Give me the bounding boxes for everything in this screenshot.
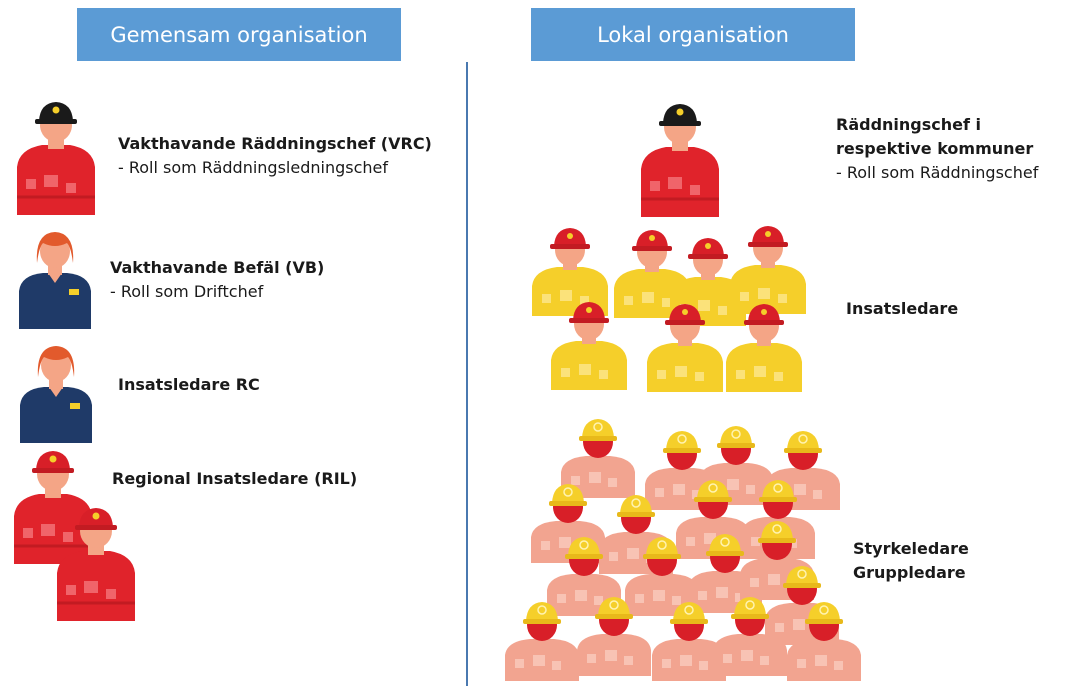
styrke-title-line2: Gruppledare bbox=[853, 563, 966, 582]
label-irc: Insatsledare RC bbox=[118, 373, 260, 397]
vrc-subtitle: - Roll som Räddningsledningschef bbox=[118, 158, 388, 177]
chief-subtitle: - Roll som Räddningschef bbox=[836, 163, 1039, 182]
officer-navy-icon bbox=[19, 232, 91, 329]
label-insatsledare: Insatsledare bbox=[846, 297, 958, 321]
ril-title: Regional Insatsledare (RIL) bbox=[112, 469, 358, 488]
firefighter-yellow-icon bbox=[730, 226, 806, 314]
header-gemensam-organisation: Gemensam organisation bbox=[77, 8, 401, 61]
label-ril: Regional Insatsledare (RIL) bbox=[112, 467, 357, 491]
chief-title-line2: respektive kommuner bbox=[836, 139, 1034, 158]
label-vb: Vakthavande Befäl (VB) - Roll som Driftc… bbox=[110, 256, 324, 304]
label-raddningschef: Räddningschef i respektive kommuner - Ro… bbox=[836, 113, 1038, 185]
label-styrkeledare: Styrkeledare Gruppledare bbox=[853, 537, 969, 585]
officer-navy-icon bbox=[20, 346, 92, 443]
label-vrc: Vakthavande Räddningschef (VRC) - Roll s… bbox=[118, 132, 432, 180]
chief-title-line1: Räddningschef i bbox=[836, 115, 982, 134]
firefighter-black-helmet-icon bbox=[639, 102, 721, 219]
firefighter-red-helmet-icon bbox=[12, 449, 94, 566]
firefighter-yellow-icon bbox=[532, 228, 608, 316]
vrc-title: Vakthavande Räddningschef (VRC) bbox=[118, 134, 432, 153]
irc-title: Insatsledare RC bbox=[118, 375, 260, 394]
firefighter-black-helmet-icon bbox=[15, 100, 97, 217]
vb-title: Vakthavande Befäl (VB) bbox=[110, 258, 325, 277]
column-divider bbox=[466, 62, 468, 686]
styrke-title-line1: Styrkeledare bbox=[853, 539, 969, 558]
header-lokal-organisation: Lokal organisation bbox=[531, 8, 855, 61]
vb-subtitle: - Roll som Driftchef bbox=[110, 282, 264, 301]
insats-title: Insatsledare bbox=[846, 299, 959, 318]
